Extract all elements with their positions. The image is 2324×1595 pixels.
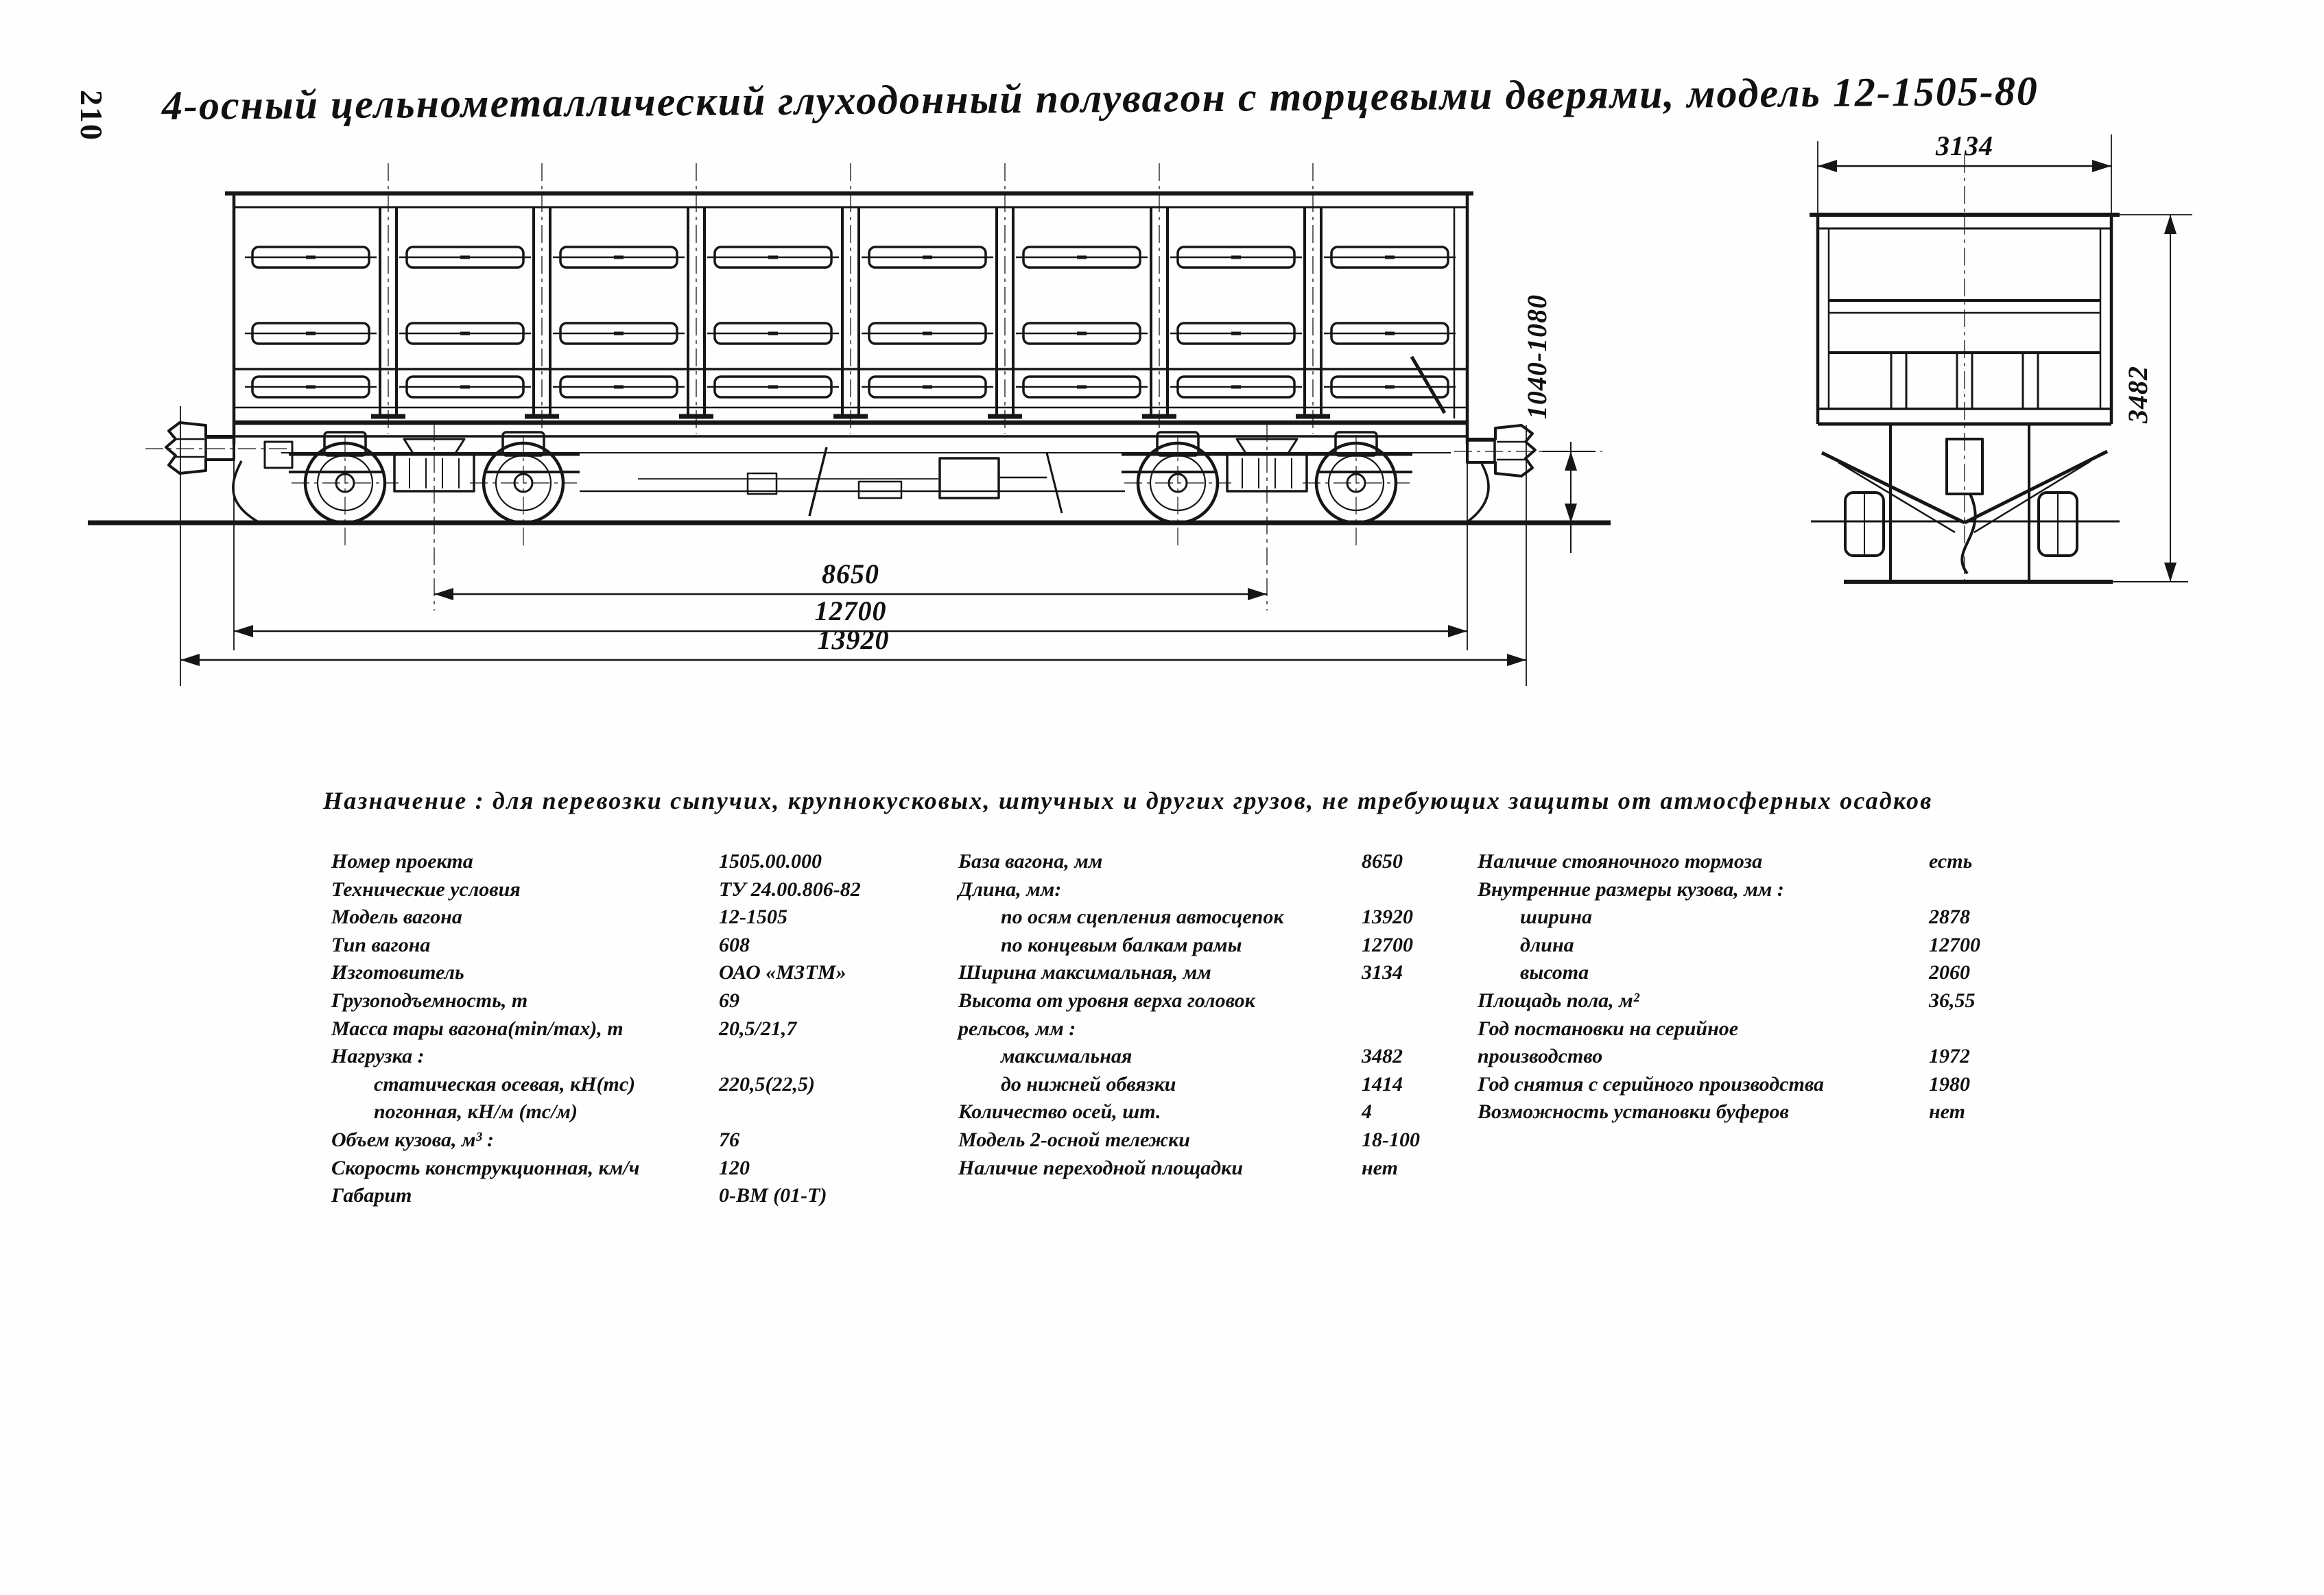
spec-value: 3482 bbox=[1362, 1045, 1403, 1068]
spec-value: 20,5/21,7 bbox=[719, 1017, 797, 1040]
spec-value: 608 bbox=[719, 933, 750, 956]
spec-label: Тип вагона bbox=[331, 933, 431, 956]
spec-label: Объем кузова, м³ : bbox=[331, 1128, 494, 1151]
spec-value: ОАО «МЗТМ» bbox=[719, 961, 846, 984]
spec-label: по осям сцепления автосцепок bbox=[1001, 906, 1284, 929]
spec-value: 1505.00.000 bbox=[719, 850, 822, 873]
spec-label: Модель 2-осной тележки bbox=[958, 1128, 1190, 1151]
spec-value: 2060 bbox=[1929, 961, 1970, 984]
spec-value: 12700 bbox=[1362, 933, 1413, 956]
dim-end-width: 3134 bbox=[1817, 130, 2112, 213]
spec-value: 76 bbox=[719, 1128, 739, 1151]
spec-value: есть bbox=[1929, 850, 1973, 873]
spec-label: Год снятия с серийного производства bbox=[1478, 1072, 1825, 1096]
spec-value: нет bbox=[1929, 1100, 1965, 1124]
spec-label: Внутренние размеры кузова, мм : bbox=[1478, 877, 1784, 901]
dim-coupler-length: 13920 bbox=[180, 624, 1526, 666]
side-view-body bbox=[225, 163, 1473, 453]
side-view-coupler-right bbox=[1454, 424, 1602, 523]
spec-label: максимальная bbox=[1001, 1045, 1133, 1068]
spec-label: Скорость конструкционная, км/ч bbox=[331, 1156, 640, 1179]
spec-value: 1980 bbox=[1929, 1072, 1970, 1096]
dim-end-height: 3482 bbox=[2115, 214, 2192, 582]
dim-wheelbase-label: 8650 bbox=[822, 558, 879, 589]
spec-label: до нижней обвязки bbox=[1001, 1072, 1176, 1096]
side-view-brake-rigging bbox=[580, 447, 1125, 517]
spec-label: Грузоподъемность, т bbox=[331, 989, 528, 1012]
spec-label: Габарит bbox=[331, 1184, 412, 1207]
dim-end-width-label: 3134 bbox=[1935, 130, 1993, 161]
dim-extension-lines bbox=[180, 406, 1527, 686]
spec-value: 12700 bbox=[1929, 933, 1980, 956]
spec-label: по концевым балкам рамы bbox=[1001, 933, 1242, 956]
spec-label: Масса тары вагона(min/max), т bbox=[331, 1017, 624, 1040]
spec-label: Количество осей, шт. bbox=[958, 1100, 1161, 1124]
spec-label: погонная, кН/м (тс/м) bbox=[374, 1100, 578, 1124]
spec-value: ТУ 24.00.806-82 bbox=[719, 877, 861, 901]
side-view: 1040-1080 8650 12700 bbox=[88, 163, 1611, 686]
spec-label: длина bbox=[1520, 933, 1574, 956]
spec-label: Наличие стояночного тормоза bbox=[1478, 850, 1763, 873]
side-view-coupler-left bbox=[145, 421, 294, 525]
spec-value: 18-100 bbox=[1362, 1128, 1420, 1151]
spec-value: 8650 bbox=[1362, 850, 1403, 873]
spec-label: Год постановки на серийное bbox=[1478, 1017, 1739, 1040]
spec-label: рельсов, мм : bbox=[958, 1017, 1076, 1040]
spec-value: 69 bbox=[719, 989, 739, 1012]
spec-value: 3134 bbox=[1362, 961, 1403, 984]
purpose-line: Назначение : для перевозки сыпучих, круп… bbox=[323, 787, 1933, 814]
dim-frame-length: 12700 bbox=[234, 595, 1467, 637]
spec-label: Высота от уровня верха головок bbox=[958, 989, 1255, 1012]
spec-label: Площадь пола, м² bbox=[1478, 989, 1639, 1012]
spec-label: статическая осевая, кН(тс) bbox=[374, 1072, 636, 1096]
spec-value: 1414 bbox=[1362, 1072, 1403, 1096]
spec-label: высота bbox=[1520, 961, 1589, 984]
spec-value: 0-ВМ (01-Т) bbox=[719, 1184, 827, 1207]
spec-label: Нагрузка : bbox=[331, 1045, 425, 1068]
spec-value: 36,55 bbox=[1929, 989, 1976, 1012]
side-view-bogie-right bbox=[1122, 424, 1412, 611]
spec-value: 1972 bbox=[1929, 1045, 1970, 1068]
spec-label: Ширина максимальная, мм bbox=[958, 961, 1211, 984]
spec-value: нет bbox=[1362, 1156, 1398, 1179]
spec-label: Технические условия bbox=[331, 877, 521, 901]
dim-coupler-height: 1040-1080 bbox=[1521, 294, 1596, 553]
spec-label: Наличие переходной площадки bbox=[958, 1156, 1244, 1179]
spec-value: 220,5(22,5) bbox=[719, 1072, 815, 1096]
dim-wheelbase: 8650 bbox=[434, 558, 1267, 600]
spec-label: Номер проекта bbox=[331, 850, 473, 873]
spec-value: 2878 bbox=[1929, 906, 1970, 929]
technical-drawing: 1040-1080 8650 12700 bbox=[88, 130, 2192, 686]
spec-label: ширина bbox=[1520, 906, 1593, 929]
end-view: 3134 3482 bbox=[1810, 130, 2192, 587]
dim-coupler-height-label: 1040-1080 bbox=[1521, 294, 1552, 419]
dim-coupler-length-label: 13920 bbox=[818, 624, 890, 655]
spec-value: 120 bbox=[719, 1156, 750, 1179]
side-view-bogie-left bbox=[289, 424, 580, 611]
dim-end-height-label: 3482 bbox=[2122, 366, 2153, 424]
spec-value: 4 bbox=[1362, 1100, 1372, 1124]
spec-value: 13920 bbox=[1362, 906, 1413, 929]
spec-label: Изготовитель bbox=[331, 961, 464, 984]
spec-value: 12-1505 bbox=[719, 906, 787, 929]
spec-label: Длина, мм: bbox=[958, 877, 1062, 901]
end-view-undergear bbox=[1811, 425, 2188, 584]
spec-label: производство bbox=[1478, 1045, 1603, 1068]
end-view-body bbox=[1810, 213, 2120, 426]
spec-label: Модель вагона bbox=[331, 906, 462, 929]
spec-label: База вагона, мм bbox=[958, 850, 1103, 873]
spec-label: Возможность установки буферов bbox=[1478, 1100, 1789, 1124]
dim-frame-length-label: 12700 bbox=[815, 595, 887, 626]
